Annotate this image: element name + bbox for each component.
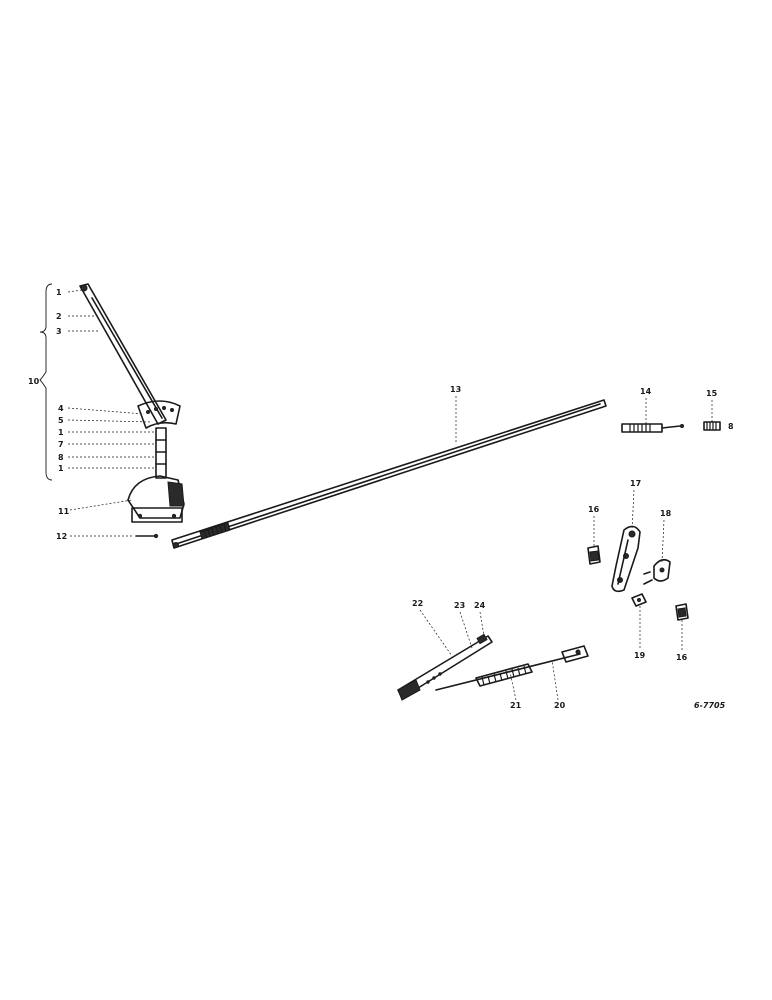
callout-18: 18 [660, 509, 672, 518]
callout-2: 2 [56, 312, 62, 321]
lever-plate-17 [611, 525, 641, 593]
hand-lever-assembly [79, 283, 185, 539]
callout-9: 1 [58, 464, 64, 473]
callout-5: 5 [58, 416, 64, 425]
long-rod [171, 399, 607, 549]
spring-part-15 [703, 421, 721, 431]
callout-10: 10 [28, 377, 40, 386]
clip-part-18 [643, 558, 671, 585]
callout-12: 12 [56, 532, 67, 541]
figure-reference: 6-7705 [694, 701, 726, 710]
callout-14: 14 [640, 387, 652, 396]
callout-3: 3 [56, 327, 62, 336]
rod-part-22 [397, 633, 493, 701]
callout-24: 24 [474, 601, 486, 610]
callout-15: 15 [706, 389, 718, 398]
block-part-16-bottom [675, 603, 689, 621]
callout-19: 19 [634, 651, 646, 660]
callout-labels: 1 2 3 10 4 5 1 7 8 1 11 12 13 14 15 8 16… [28, 288, 734, 710]
callout-20: 20 [554, 701, 566, 710]
block-part-16-top [587, 545, 601, 565]
callout-17: 17 [630, 479, 641, 488]
callout-1: 1 [56, 288, 62, 297]
callout-11: 11 [58, 507, 70, 516]
callout-13: 13 [450, 385, 461, 394]
callout-16-top: 16 [588, 505, 600, 514]
callout-6: 1 [58, 428, 64, 437]
callout-8: 8 [58, 453, 64, 462]
rod-part-21 [435, 645, 589, 691]
leader-lines [67, 289, 713, 701]
callout-7: 7 [58, 440, 64, 449]
callout-23: 23 [454, 601, 465, 610]
group-bracket [39, 283, 53, 481]
spring-part-14 [621, 423, 684, 433]
callout-22: 22 [412, 599, 423, 608]
small-part-19 [631, 593, 647, 607]
callout-21: 21 [510, 701, 522, 710]
callout-4: 4 [58, 404, 64, 413]
callout-16-bottom: 16 [676, 653, 688, 662]
callout-15-secondary: 8 [728, 422, 734, 431]
